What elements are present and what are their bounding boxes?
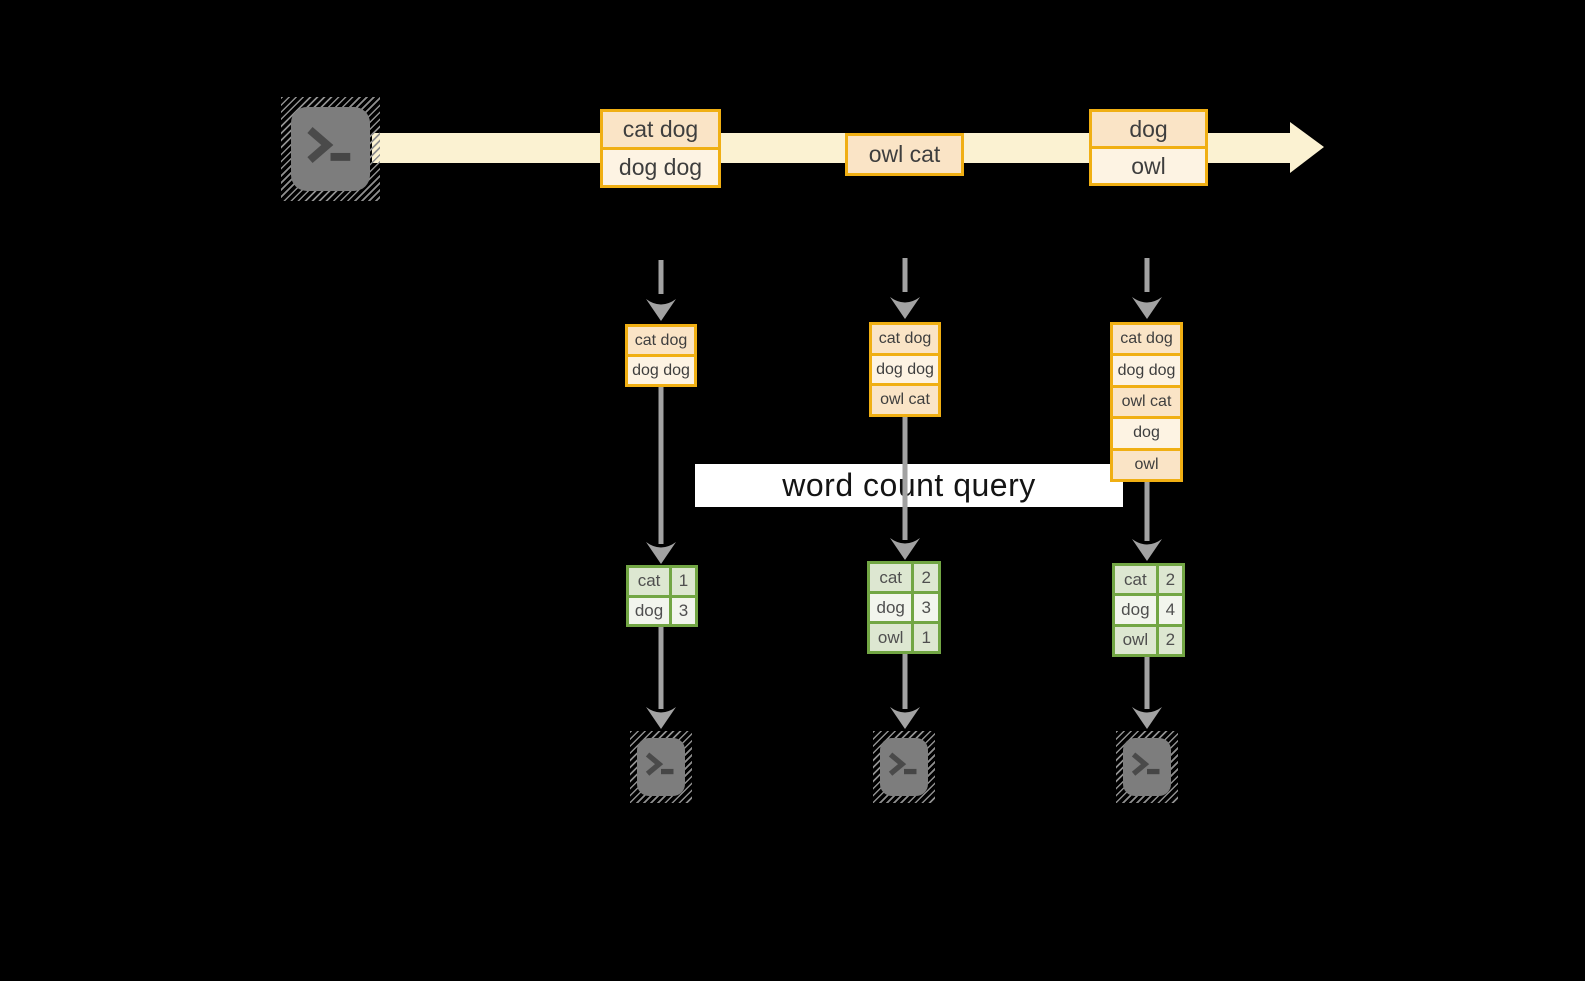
count-word: cat <box>1115 566 1156 594</box>
stream-batch-2: owl cat <box>845 133 964 176</box>
record: owl cat <box>848 136 961 173</box>
terminal-icon <box>637 738 685 796</box>
dashed-drop-arrows <box>658 258 1150 295</box>
record: owl cat <box>1113 384 1180 417</box>
count-value: 2 <box>1158 566 1182 594</box>
input-log-1: cat dog dog dog <box>625 324 697 387</box>
count-word: owl <box>870 624 912 651</box>
record: dog dog <box>628 354 694 384</box>
terminal-icon <box>1123 738 1171 796</box>
word-count-table-2: cat 2 dog 3 owl 1 <box>867 561 941 654</box>
input-log-3: cat dog dog dog owl cat dog owl <box>1110 322 1183 482</box>
query-label: word count query <box>782 467 1036 503</box>
record: dog dog <box>872 352 938 384</box>
record: cat dog <box>872 325 938 353</box>
terminal-source-icon <box>281 97 380 201</box>
word-count-table-1: cat 1 dog 3 <box>626 565 698 627</box>
count-word: dog <box>870 594 912 621</box>
count-word: dog <box>1115 596 1156 624</box>
input-log-2: cat dog dog dog owl cat <box>869 322 941 417</box>
record: dog <box>1092 112 1205 146</box>
count-word: owl <box>1115 626 1156 654</box>
count-word: cat <box>629 568 670 595</box>
count-word: dog <box>629 597 670 624</box>
count-value: 3 <box>672 597 695 624</box>
word-count-table-3: cat 2 dog 4 owl 2 <box>1112 563 1185 657</box>
terminal-sink-icon-2 <box>873 731 935 803</box>
record: owl <box>1113 447 1180 480</box>
record: cat dog <box>1113 325 1180 354</box>
record: cat dog <box>628 327 694 354</box>
record: owl <box>1092 146 1205 183</box>
count-value: 1 <box>914 624 938 651</box>
dashed-arrowheads <box>646 297 1162 321</box>
record: dog <box>1113 416 1180 448</box>
count-value: 2 <box>1158 626 1182 654</box>
terminal-sink-icon-1 <box>630 731 692 803</box>
record: cat dog <box>603 112 718 147</box>
count-value: 1 <box>672 568 695 595</box>
terminal-sink-icon-3 <box>1116 731 1178 803</box>
terminal-icon <box>291 107 370 191</box>
word-count-query-banner: word count query <box>695 464 1123 507</box>
count-value: 4 <box>1158 596 1182 624</box>
count-word: cat <box>870 564 912 591</box>
record: owl cat <box>872 383 938 415</box>
count-value: 2 <box>914 564 938 591</box>
stream-batch-3: dog owl <box>1089 109 1208 186</box>
stream-batch-1: cat dog dog dog <box>600 109 721 188</box>
sink-arrowheads <box>646 707 1162 729</box>
record: dog dog <box>603 147 718 185</box>
record: dog dog <box>1113 353 1180 385</box>
terminal-icon <box>880 738 928 796</box>
count-value: 3 <box>914 594 938 621</box>
